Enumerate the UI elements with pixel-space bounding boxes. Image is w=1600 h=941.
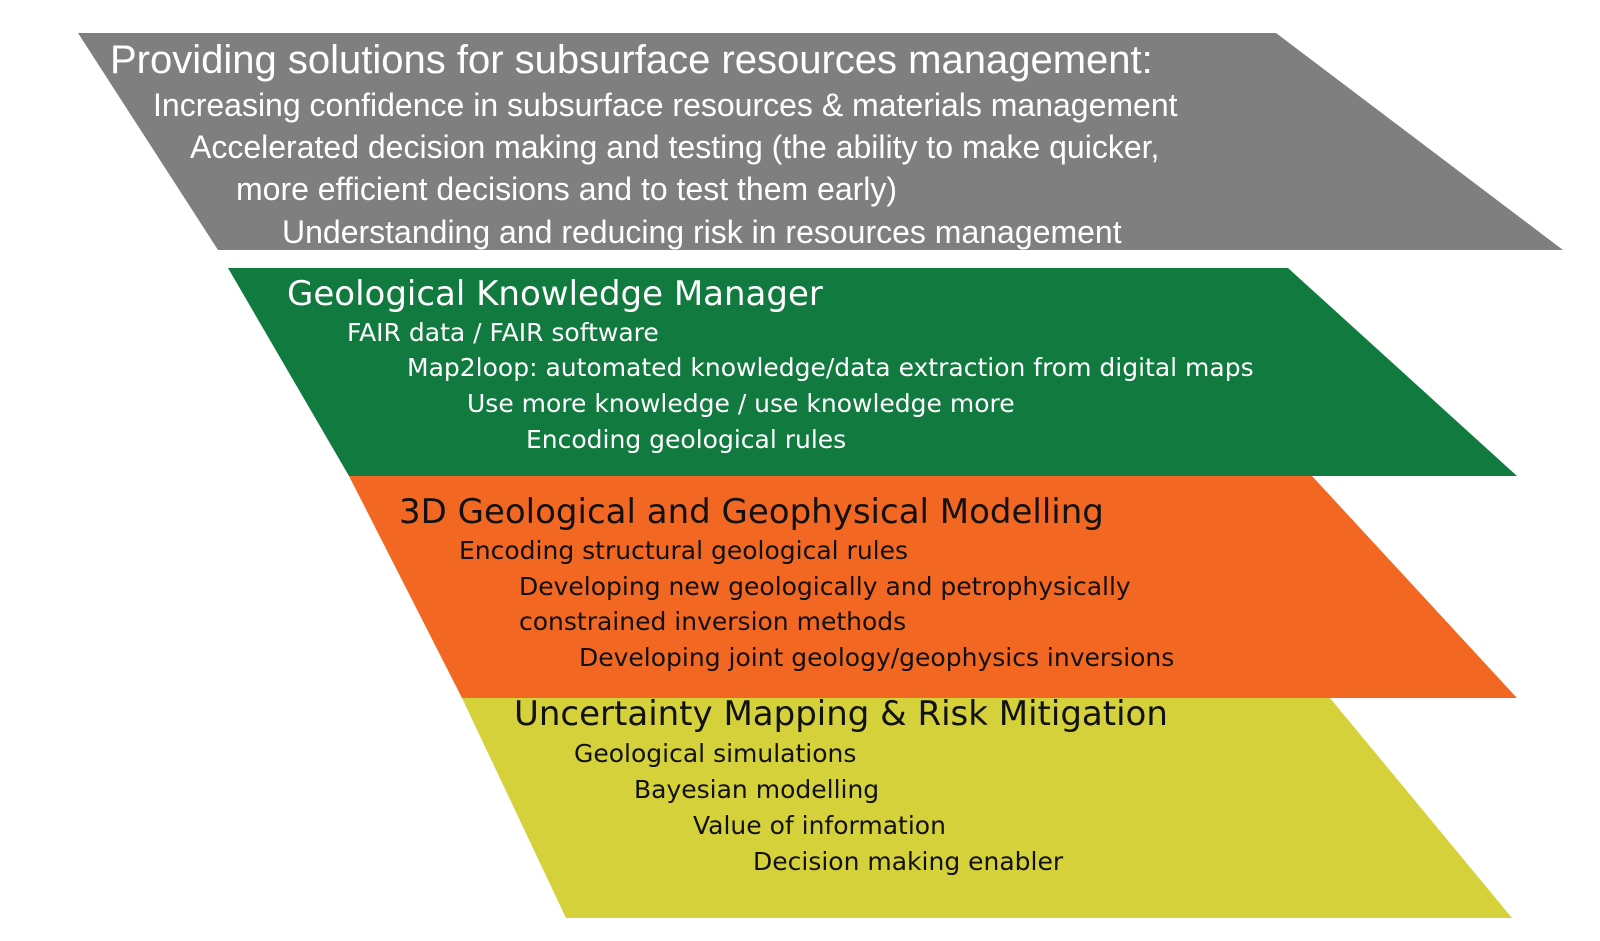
knowledge-item-3: Use more knowledge / use knowledge more xyxy=(467,389,1015,418)
knowledge-item-1: FAIR data / FAIR software xyxy=(347,318,659,347)
uncertainty-item-4: Decision making enabler xyxy=(753,847,1064,876)
knowledge-item-2: Map2loop: automated knowledge/data extra… xyxy=(407,353,1254,382)
solutions-title: Providing solutions for subsurface resou… xyxy=(110,38,1153,82)
knowledge-item-4: Encoding geological rules xyxy=(526,425,847,454)
modelling-item-2: Developing new geologically and petrophy… xyxy=(519,572,1131,601)
modelling-item-4: Developing joint geology/geophysics inve… xyxy=(579,643,1175,672)
modelling-band xyxy=(349,476,1517,698)
solutions-item-3: more efficient decisions and to test the… xyxy=(236,171,898,207)
modelling-title: 3D Geological and Geophysical Modelling xyxy=(399,492,1104,532)
modelling-item-3: constrained inversion methods xyxy=(519,607,907,636)
knowledge-band xyxy=(228,268,1517,476)
solutions-band xyxy=(78,33,1563,250)
solutions-item-4: Understanding and reducing risk in resou… xyxy=(282,214,1122,250)
uncertainty-band xyxy=(462,698,1512,918)
knowledge-title: Geological Knowledge Manager xyxy=(287,274,823,314)
uncertainty-item-1: Geological simulations xyxy=(574,739,857,768)
uncertainty-item-2: Bayesian modelling xyxy=(634,775,880,804)
uncertainty-title: Uncertainty Mapping & Risk Mitigation xyxy=(514,694,1168,734)
solutions-item-1: Increasing confidence in subsurface reso… xyxy=(153,87,1178,123)
solutions-item-2: Accelerated decision making and testing … xyxy=(190,129,1160,165)
uncertainty-item-3: Value of information xyxy=(693,811,946,840)
modelling-item-1: Encoding structural geological rules xyxy=(459,536,909,565)
